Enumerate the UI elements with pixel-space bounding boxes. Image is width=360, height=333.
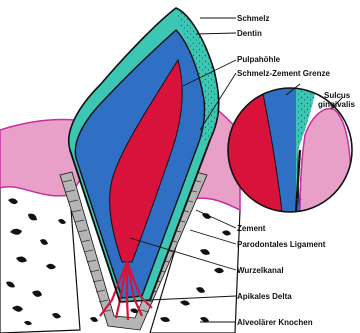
label-apikales-delta: Apikales Delta <box>237 292 292 301</box>
label-schmelz: Schmelz <box>237 14 269 23</box>
label-parodontales-ligament: Parodontales Ligament <box>237 240 326 249</box>
label-alveolaerer-knochen: Alveolärer Knochen <box>237 318 313 327</box>
label-schmelz-zement-grenze: Schmelz-Zement Grenze <box>237 69 330 78</box>
label-sulcus: Sulcus <box>324 91 351 100</box>
label-zement: Zement <box>237 224 266 233</box>
label-gingivalis: gingivalis <box>318 100 355 109</box>
label-dentin: Dentin <box>237 29 262 38</box>
label-wurzelkanal: Wurzelkanal <box>237 266 284 275</box>
label-pulpahoehle: Pulpahöhle <box>237 55 281 64</box>
